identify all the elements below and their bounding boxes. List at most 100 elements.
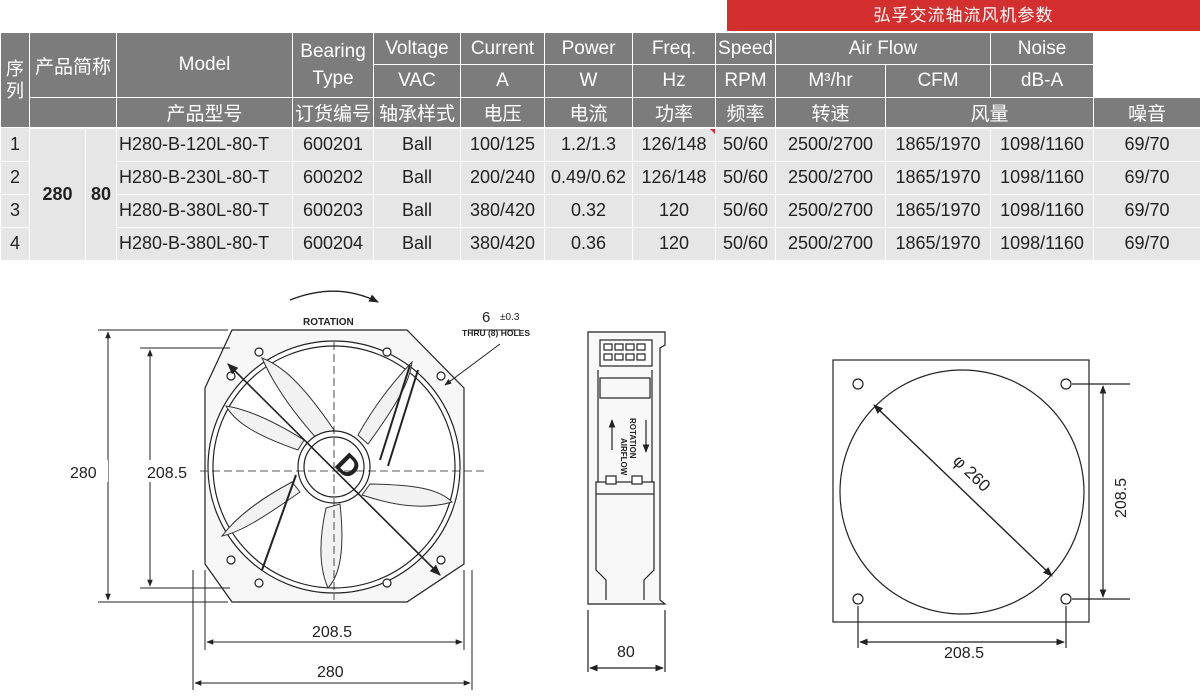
dimension-drawings: ROTATION D 6 ±0.3 THRU (8) HOLES 280 208… [52,290,1130,690]
cell-m3hr: 1865/1970 [885,127,992,162]
cell-speed: 2500/2700 [775,127,887,162]
cell-order: 600201 [292,127,375,162]
unit-speed: RPM [715,64,777,98]
cell-bearing: Ball [373,226,462,261]
dim-height-280: 280 [70,465,97,482]
cn-voltage: 电压 [460,97,546,129]
cell-model: H280-B-120L-80-T [116,127,294,162]
cell-speed: 2500/2700 [775,226,887,261]
header-bearing-line1: Bearing [300,41,366,62]
cell-current: 0.49/0.62 [544,160,634,195]
header-airflow: Air Flow [775,32,992,65]
cell-freq: 50/60 [715,226,777,261]
cell-freq: 50/60 [715,127,777,162]
cell-freq: 50/60 [715,193,777,228]
cell-noise: 69/70 [1093,193,1200,228]
cell-cfm: 1098/1160 [990,160,1095,195]
dim-width-280: 280 [317,664,344,681]
cell-noise: 69/70 [1093,226,1200,261]
cn-power: 功率 [632,97,717,129]
table-title: 弘孚交流轴流风机参数 [727,0,1200,31]
cell-speed: 2500/2700 [775,193,887,228]
dim-depth-80: 80 [617,644,635,661]
hole-note: THRU (8) HOLES [462,328,530,338]
cn-order: 订货编号 [292,97,375,129]
header-bearing-line2: Type [312,68,354,89]
dim-height-208: 208.5 [147,465,187,482]
cell-current: 0.32 [544,193,634,228]
cell-seq: 4 [0,226,30,261]
unit-voltage: VAC [373,64,462,98]
cell-bearing: Ball [373,127,462,162]
header-power: Power [544,32,634,65]
fan-front-view [200,290,520,603]
cell-voltage: 200/240 [460,160,546,195]
cell-m3hr: 1865/1970 [885,193,992,228]
table-row: 1 280 80 H280-B-120L-80-T 600201 Ball 10… [0,127,1200,261]
cell-model: H280-B-380L-80-T [116,226,294,261]
table-row: 4 H280-B-380L-80-T 600204 Ball 380/420 0… [0,226,1200,261]
hole-diameter: 6 [482,309,490,326]
unit-power: W [544,64,634,98]
header-speed: Speed [715,32,777,65]
cn-noise: 噪音 [1093,97,1200,129]
cell-freq: 50/60 [715,160,777,195]
unit-freq: Hz [632,64,717,98]
cell-cfm: 1098/1160 [990,226,1095,261]
cell-model: H280-B-380L-80-T [116,193,294,228]
cell-voltage: 380/420 [460,193,546,228]
cell-bearing: Ball [373,160,462,195]
cell-current: 1.2/1.3 [544,127,634,162]
cell-bearing: Ball [373,193,462,228]
cell-power: 126/148 [632,160,717,195]
panel-cutout-view [832,359,1130,648]
header-voltage: Voltage [373,32,462,65]
cell-power: 120 [632,226,717,261]
header-bearing: Bearing Type [292,32,375,98]
cell-seq: 3 [0,193,30,228]
cell-size-secondary: 80 [84,127,118,261]
header-freq: Freq. [632,32,717,65]
spec-table: 序列 产品简称 Model Bearing Type Voltage Curre… [0,32,1200,261]
cell-seq: 1 [0,127,30,162]
cn-model: 产品型号 [116,97,294,129]
cell-model: H280-B-230L-80-T [116,160,294,195]
dim-width-208: 208.5 [312,624,352,641]
cell-noise: 69/70 [1093,160,1200,195]
cn-freq: 频率 [715,97,777,129]
unit-current: A [460,64,546,98]
cell-order: 600202 [292,160,375,195]
cell-cfm: 1098/1160 [990,127,1095,162]
cn-current: 电流 [544,97,634,129]
cell-power: 126/148 [632,127,717,162]
table-row: 3 H280-B-380L-80-T 600203 Ball 380/420 0… [0,193,1200,228]
cell-order: 600204 [292,226,375,261]
dim-bg [52,460,108,482]
cell-m3hr: 1865/1970 [885,226,992,261]
cell-m3hr: 1865/1970 [885,160,992,195]
unit-airflow-m3: M³/hr [775,64,887,98]
cell-cfm: 1098/1160 [990,193,1095,228]
header-seq: 序列 [0,32,30,128]
side-rotation-label: ROTATION [628,418,637,459]
cell-speed: 2500/2700 [775,160,887,195]
fan-side-view [587,331,667,672]
cell-seq: 2 [0,160,30,195]
cn-bearing: 轴承样式 [373,97,462,129]
cell-noise: 69/70 [1093,127,1200,162]
cell-power: 120 [632,193,717,228]
rotation-label: ROTATION [303,317,354,328]
side-airflow-label: AIRFLOW [619,438,628,476]
cell-order: 600203 [292,193,375,228]
header-noise: Noise [990,32,1095,65]
cell-current: 0.36 [544,226,634,261]
header-model: Model [116,32,294,98]
unit-noise: dB-A [990,64,1095,98]
cn-speed: 转速 [775,97,887,129]
cutout-dim-horizontal: 208.5 [944,645,984,662]
header-size-spacer [28,97,118,129]
cutout-dim-vertical: 208.5 [1113,478,1130,518]
table-row: 2 H280-B-230L-80-T 600202 Ball 200/240 0… [0,160,1200,195]
cell-size-primary: 280 [29,127,86,261]
header-current: Current [460,32,546,65]
